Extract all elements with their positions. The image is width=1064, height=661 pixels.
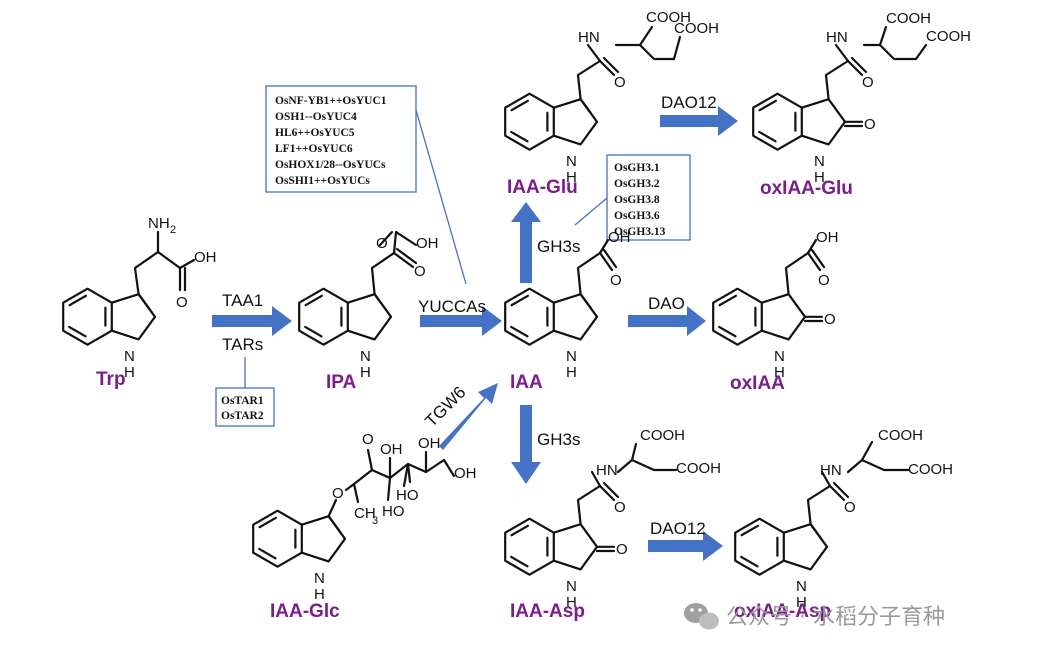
wechat-watermark: 公众号 · 水稻分子育种 — [684, 603, 945, 630]
label-iaa-asp: IAA-Asp — [510, 601, 585, 622]
label-oxiaa-asp: oxIAA-Asp — [734, 601, 831, 622]
yuc-box-leader-line — [415, 109, 467, 285]
yuc-regulator-1: OsNF-YB1++OsYUC1 — [275, 95, 387, 107]
tar-gene-2: OsTAR2 — [221, 410, 264, 422]
ipa-structure: O O OH — [298, 230, 439, 383]
enzyme-gh3s-down: GH3s — [537, 430, 580, 449]
enzyme-taa1: TAA1 — [222, 291, 263, 310]
arrow-iaa-asp-to-oxiaa-asp — [648, 531, 723, 561]
svg-text:O: O — [614, 74, 626, 91]
enzyme-dao12-bottom: DAO12 — [650, 519, 706, 538]
svg-text:O: O — [362, 431, 374, 448]
svg-text:OH: OH — [608, 229, 631, 246]
arrow-trp-to-ipa — [212, 306, 292, 336]
svg-text:O: O — [614, 499, 626, 516]
svg-text:HN: HN — [820, 462, 842, 479]
label-oxiaa: oxIAA — [730, 373, 785, 394]
iaa-glu-structure: O HN COOH COOH — [504, 9, 719, 188]
iaa-glc-structure: O O OH OH OH CH 3 HO HO — [252, 431, 477, 605]
svg-text:HN: HN — [826, 29, 848, 46]
label-oxiaa-glu: oxIAA-Glu — [760, 178, 853, 199]
svg-text:COOH: COOH — [646, 9, 691, 26]
watermark-text: 公众号 · 水稻分子育种 — [726, 605, 945, 630]
svg-text:O: O — [376, 235, 388, 252]
arrow-iaa-to-iaa-asp — [511, 405, 541, 484]
label-ipa: IPA — [326, 372, 357, 393]
svg-text:OH: OH — [380, 441, 403, 458]
iaa-structure: O OH — [504, 229, 631, 383]
arrow-iaa-glc-to-iaa — [439, 383, 498, 450]
svg-text:3: 3 — [372, 515, 378, 527]
arrow-iaa-to-oxiaa — [628, 306, 706, 336]
svg-text:OH: OH — [816, 229, 839, 246]
gh3-gene-5: OsGH3.13 — [614, 226, 666, 238]
gh3-gene-1: OsGH3.1 — [614, 162, 660, 174]
svg-text:O: O — [862, 74, 874, 91]
svg-text:OH: OH — [454, 465, 477, 482]
svg-text:O: O — [414, 263, 426, 280]
label-iaa: IAA — [510, 372, 543, 393]
oxiaa-glu-structure: O O HN COOH COOH — [752, 10, 971, 188]
arrow-ipa-to-iaa — [420, 306, 502, 336]
yuc-regulator-box — [265, 85, 417, 193]
trp-structure: NH 2 OH O — [62, 215, 217, 383]
svg-text:2: 2 — [170, 224, 176, 236]
tar-gene-box — [215, 387, 275, 427]
enzyme-dao12-top: DAO12 — [661, 93, 717, 112]
label-iaa-glu: IAA-Glu — [507, 177, 578, 198]
iaa-asp-structure: O O HN COOH COOH — [504, 427, 721, 613]
svg-text:HO: HO — [382, 503, 405, 520]
enzyme-dao: DAO — [648, 294, 685, 313]
svg-text:O: O — [610, 272, 622, 289]
svg-text:O: O — [844, 499, 856, 516]
oxiaa-asp-structure: O HN COOH COOH — [734, 427, 953, 613]
yuc-regulator-2: OSH1--OsYUC4 — [275, 111, 357, 123]
svg-text:O: O — [332, 485, 344, 502]
svg-text:O: O — [176, 294, 188, 311]
arrow-iaa-to-iaa-glu — [511, 202, 541, 283]
svg-text:COOH: COOH — [674, 20, 719, 37]
svg-text:O: O — [824, 311, 836, 328]
svg-text:COOH: COOH — [878, 427, 923, 444]
gh3-gene-3: OsGH3.8 — [614, 194, 660, 206]
yuc-regulator-5: OsHOX1/28--OsYUCs — [275, 159, 386, 171]
svg-text:O: O — [818, 272, 830, 289]
oxiaa-structure: O O OH — [712, 229, 839, 383]
yuc-regulator-4: LF1++OsYUC6 — [275, 143, 353, 155]
svg-text:OH: OH — [194, 249, 217, 266]
wechat-icon — [684, 603, 719, 630]
gh3-gene-4: OsGH3.6 — [614, 210, 660, 222]
enzyme-tars: TARs — [222, 335, 263, 354]
yuc-regulator-3: HL6++OsYUC5 — [275, 127, 355, 139]
svg-text:OH: OH — [416, 235, 439, 252]
yuc-regulator-6: OsSHI1++OsYUCs — [275, 175, 370, 187]
tar-gene-1: OsTAR1 — [221, 395, 264, 407]
svg-text:HO: HO — [396, 487, 419, 504]
svg-text:COOH: COOH — [908, 461, 953, 478]
svg-text:HN: HN — [578, 29, 600, 46]
arrow-iaa-glu-to-oxiaa-glu — [660, 106, 738, 136]
svg-text:COOH: COOH — [676, 460, 721, 477]
label-trp: Trp — [96, 369, 126, 390]
svg-text:CH: CH — [354, 505, 376, 522]
gh3-gene-box — [606, 154, 691, 241]
enzyme-gh3s-up: GH3s — [537, 237, 580, 256]
svg-text:OH: OH — [418, 435, 441, 452]
enzyme-yuccas: YUCCAs — [418, 297, 486, 316]
svg-text:O: O — [864, 116, 876, 133]
gh3-gene-2: OsGH3.2 — [614, 178, 660, 190]
svg-text:COOH: COOH — [926, 28, 971, 45]
svg-text:HN: HN — [596, 462, 618, 479]
label-iaa-glc: IAA-Glc — [270, 601, 340, 622]
svg-text:COOH: COOH — [886, 10, 931, 27]
gh3-box-leader-line — [574, 197, 608, 226]
svg-text:O: O — [616, 541, 628, 558]
svg-text:NH: NH — [148, 215, 170, 232]
svg-text:COOH: COOH — [640, 427, 685, 444]
